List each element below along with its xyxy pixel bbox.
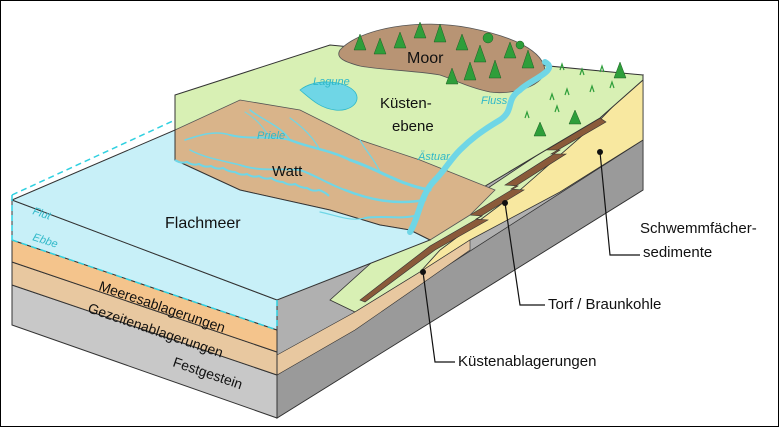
label-flut: Flut	[31, 205, 53, 222]
lagoon	[299, 81, 358, 111]
sea-surface	[10, 129, 432, 301]
label-torf: Torf / Braunkohle	[548, 296, 661, 313]
label-moor: Moor	[407, 50, 444, 67]
callout-dot-kuesten	[420, 269, 426, 275]
label-schwemm-1: Schwemmfächer-	[640, 220, 757, 237]
label-kuesten-2: ebene	[392, 118, 434, 135]
label-aestuar: Ästuar	[417, 151, 451, 163]
callouts	[422, 151, 640, 363]
label-fluss: Fluss	[481, 95, 508, 107]
label-kuestenablagerungen: Küstenablagerungen	[458, 353, 596, 370]
label-lagune: Lagune	[313, 76, 350, 88]
wave-edge	[174, 159, 330, 197]
label-schwemm-2: sedimente	[643, 244, 712, 261]
callout-dot-torf	[502, 200, 508, 206]
river	[432, 59, 552, 183]
label-flachmeer: Flachmeer	[165, 215, 241, 232]
label-priele: Priele	[257, 130, 285, 142]
tide-outline	[11, 119, 278, 331]
moor-trees	[353, 21, 627, 137]
grass-tufts	[524, 62, 615, 119]
tidal-creeks	[184, 109, 438, 235]
callout-dot-schwemm	[597, 149, 603, 155]
peat-layer	[359, 117, 607, 303]
label-kuesten-1: Küsten-	[380, 95, 432, 112]
label-watt: Watt	[272, 163, 303, 180]
